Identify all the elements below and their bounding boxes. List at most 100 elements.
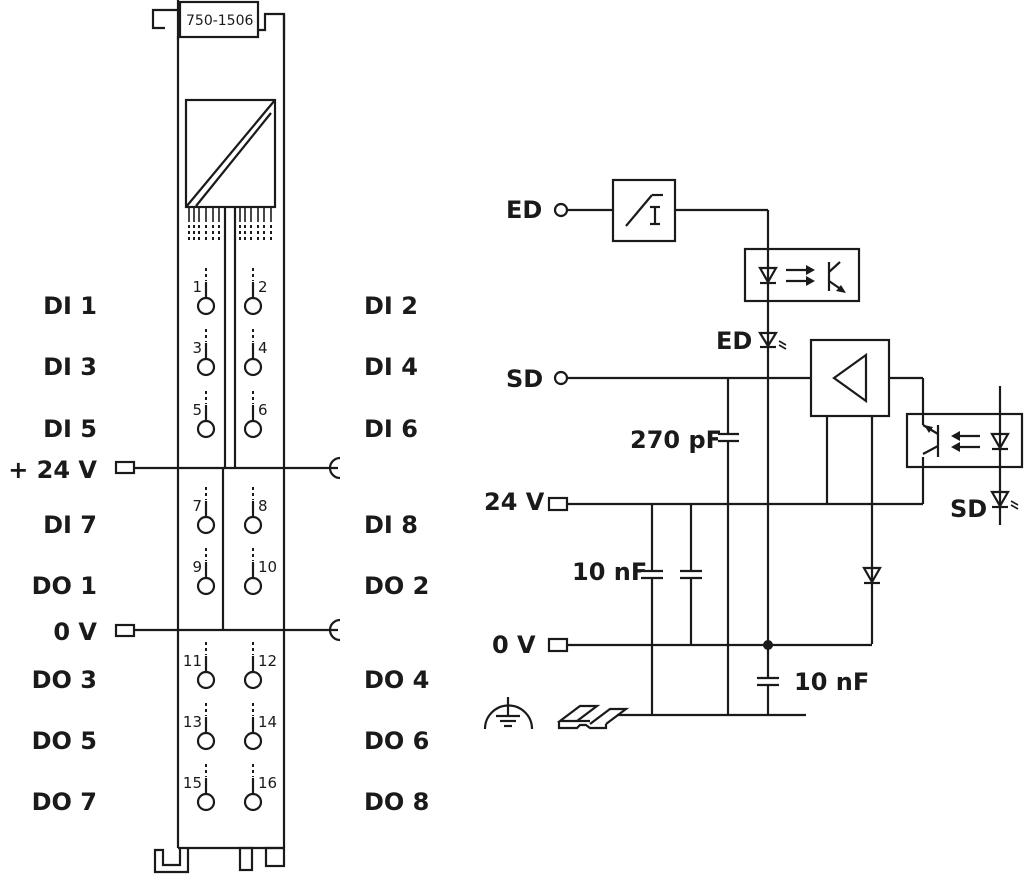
clamp-circle-icon: [196, 731, 216, 751]
label-do7: DO 7: [32, 788, 97, 816]
label-di2: DI 2: [364, 292, 418, 320]
capacitor-10nf-b: [680, 569, 702, 580]
pin-number: 14: [258, 713, 277, 731]
clamp-circle-icon: [196, 515, 216, 535]
converter-block: [184, 98, 277, 209]
label-di1: DI 1: [43, 292, 97, 320]
clamp-circle-icon: [243, 670, 263, 690]
sd-phototransistor-icon: [922, 424, 940, 457]
label-di5: DI 5: [43, 415, 97, 443]
clamp-circle-icon: [243, 357, 263, 377]
model-label: 750-1506: [186, 13, 253, 29]
ed-input-label: ED: [506, 196, 542, 224]
clamp-terminal: 6: [243, 391, 268, 439]
pin-number: 5: [192, 401, 202, 419]
pin-number: 7: [192, 497, 202, 515]
pin-number: 8: [258, 497, 268, 515]
clamp-terminal: 15: [183, 764, 216, 812]
top-right-latch: [258, 12, 286, 40]
pin-number: 6: [258, 401, 268, 419]
sd-light-arrows-icon: [951, 431, 980, 452]
label-do1: DO 1: [32, 572, 97, 600]
label-do4: DO 4: [364, 666, 429, 694]
v24-terminal: [547, 496, 569, 512]
capacitor-270pf: [718, 432, 740, 443]
sd-opto-diode-icon: [990, 432, 1010, 451]
capacitor-10nf-c: [757, 676, 779, 687]
sd-led-icon: [990, 490, 1019, 510]
clamp-terminal: 12: [243, 642, 277, 690]
pin-number: 15: [183, 774, 202, 792]
label-do2: DO 2: [364, 572, 429, 600]
protective-earth-icon: [483, 697, 534, 730]
zero-v-jumper-contact: [328, 618, 341, 642]
top-left-latch: [151, 8, 180, 40]
clamp-circle-icon: [196, 357, 216, 377]
model-label-box: [178, 0, 260, 39]
clamp-terminal: 2: [243, 268, 268, 316]
power-jumpers: [114, 456, 341, 642]
light-arrows-icon: [786, 265, 815, 286]
left-labels: DI 1 DI 3 DI 5 + 24 V DI 7 DO 1 0 V DO 3…: [8, 292, 97, 816]
clamp-terminal: 13: [183, 703, 216, 751]
clamp-circle-icon: [196, 792, 216, 812]
converter-diagonal: [185, 99, 276, 208]
label-plus24v: + 24 V: [8, 456, 97, 484]
clamp-terminal: 3: [192, 329, 216, 377]
plus24v-jumper-contact: [328, 456, 341, 480]
cap-270pf-label: 270 pF: [630, 426, 722, 454]
plus24v-terminal: [114, 460, 136, 475]
clamp-terminal: 8: [243, 487, 268, 535]
label-di8: DI 8: [364, 511, 418, 539]
clamp-terminal: 7: [192, 487, 216, 535]
right-labels: DI 2 DI 4 DI 6 DI 8 DO 2 DO 4 DO 6 DO 8: [364, 292, 429, 816]
clamp-terminal: 14: [243, 703, 277, 751]
clamp-circle-icon: [243, 792, 263, 812]
label-di3: DI 3: [43, 353, 97, 381]
module-housing: 750-1506: [151, 0, 286, 874]
schematic: ED ED: [483, 178, 1024, 730]
bottom-mid-foot: [238, 846, 254, 872]
sd-input-terminal: [553, 370, 569, 386]
bus-contacts: [188, 207, 272, 240]
label-do8: DO 8: [364, 788, 429, 816]
clamp-terminal: 9: [192, 548, 216, 596]
optocoupler-ed: [743, 247, 861, 303]
sd-led-label: SD: [950, 495, 987, 523]
capacitor-10nf-a: [641, 569, 663, 580]
label-0v: 0 V: [53, 618, 97, 646]
optocoupler-sd: [905, 412, 1024, 469]
pin-number: 10: [258, 558, 277, 576]
ed-led-icon: [758, 331, 787, 350]
phototransistor-icon: [827, 261, 846, 293]
clamp-circle-icon: [243, 731, 263, 751]
pin-number: 9: [192, 558, 202, 576]
din-rail-icon: [556, 704, 630, 730]
pin-number: 16: [258, 774, 277, 792]
pin-number: 4: [258, 339, 268, 357]
input-filter-block: [611, 178, 677, 243]
label-di4: DI 4: [364, 353, 418, 381]
v0-terminal: [547, 637, 569, 653]
amplifier-block: [809, 338, 891, 418]
v24-input-label: 24 V: [484, 488, 545, 516]
v0-input-label: 0 V: [492, 631, 536, 659]
clamp-terminal: 5: [192, 391, 216, 439]
clamp-terminal: 10: [243, 548, 277, 596]
protection-diode-icon: [862, 566, 882, 585]
pin-number: 13: [183, 713, 202, 731]
sd-input-label: SD: [506, 365, 543, 393]
zero-v-terminal: [114, 623, 136, 638]
bottom-left-foot: [153, 848, 190, 874]
clamp-circle-icon: [243, 515, 263, 535]
clamp-terminal: 11: [183, 642, 216, 690]
clamp-terminal: 4: [243, 329, 268, 377]
clamp-terminal: 16: [243, 764, 277, 812]
clamp-circle-icon: [243, 576, 263, 596]
label-do5: DO 5: [32, 727, 97, 755]
pin-number: 12: [258, 652, 277, 670]
label-do3: DO 3: [32, 666, 97, 694]
amplifier-triangle-icon: [832, 352, 868, 404]
cap-10nf-label-b: 10 nF: [794, 668, 869, 696]
